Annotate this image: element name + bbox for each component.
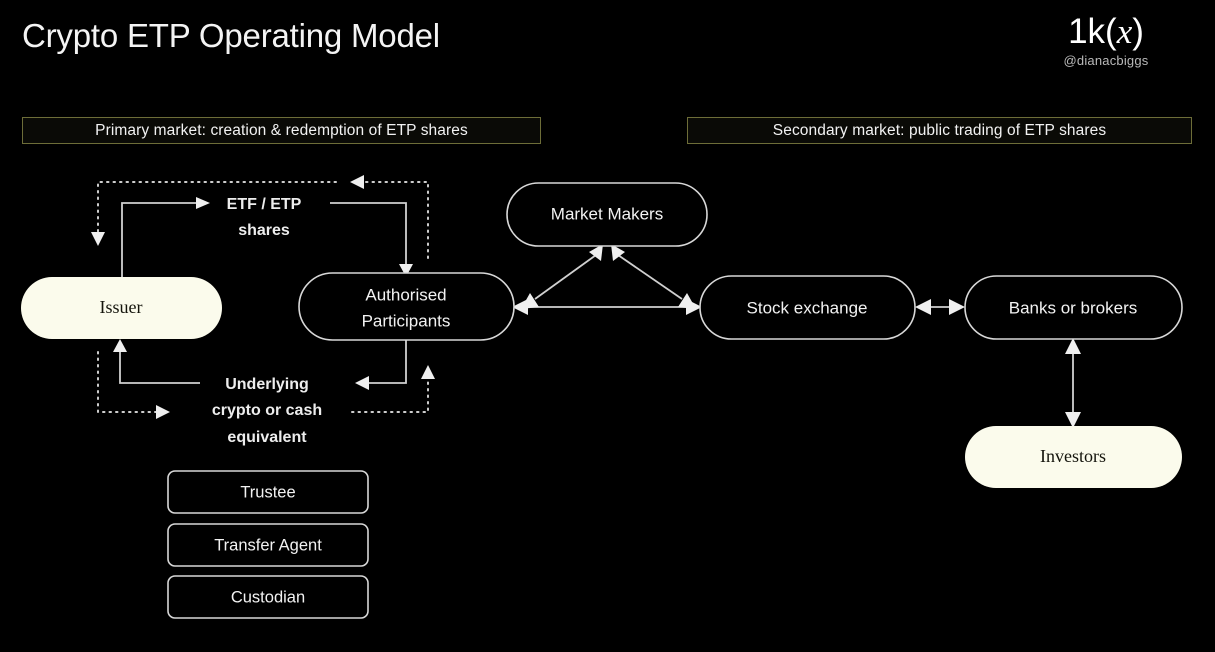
arrowhead-down bbox=[1065, 412, 1081, 428]
edge-issuer-to-ap-shares bbox=[121, 197, 413, 277]
brand-logo: 1k(x) bbox=[1021, 12, 1191, 52]
node-investors-label: Investors bbox=[1040, 446, 1106, 466]
arrowhead-right bbox=[196, 197, 210, 209]
arrowhead-left bbox=[355, 376, 369, 390]
service-box-transfer-agent[interactable]: Transfer Agent bbox=[167, 523, 369, 567]
edge-market-makers-stock-exchange bbox=[611, 244, 696, 309]
arrowhead-down bbox=[91, 232, 105, 246]
arrowhead-right bbox=[949, 299, 965, 315]
edge-stock-exchange-banks bbox=[915, 299, 965, 315]
arrowhead-down-right bbox=[678, 293, 696, 309]
brand-logo-italic-x: x bbox=[1116, 12, 1133, 51]
flow-label-etp-shares: ETF / ETP shares bbox=[227, 196, 302, 239]
flow-label-underlying: Underlying crypto or cash equivalent bbox=[212, 376, 322, 446]
arrowhead-left bbox=[350, 175, 364, 189]
edge-ap-to-issuer-underlying bbox=[113, 339, 407, 390]
arrowhead-left bbox=[512, 299, 528, 315]
service-box-trustee-label: Trustee bbox=[240, 483, 295, 501]
arrowhead-down-left bbox=[521, 293, 539, 309]
svg-text:shares: shares bbox=[238, 222, 290, 239]
node-ap-label-line2: Participants bbox=[362, 311, 451, 330]
arrowhead-up-left bbox=[611, 244, 625, 261]
brand-logo-suffix: ) bbox=[1132, 12, 1144, 51]
edge-ap-market-makers bbox=[521, 244, 603, 309]
page-title: Crypto ETP Operating Model bbox=[22, 17, 440, 54]
service-box-custodian[interactable]: Custodian bbox=[167, 575, 369, 619]
node-stock-exchange-label: Stock exchange bbox=[747, 298, 868, 317]
edge-ap-stock-exchange bbox=[512, 299, 702, 315]
node-issuer[interactable]: Issuer bbox=[21, 277, 222, 339]
brand-handle: @dianacbiggs bbox=[1063, 53, 1149, 68]
svg-text:crypto or cash: crypto or cash bbox=[212, 402, 322, 419]
svg-text:equivalent: equivalent bbox=[227, 429, 307, 446]
svg-text:ETF / ETP: ETF / ETP bbox=[227, 196, 302, 213]
service-box-trustee[interactable]: Trustee bbox=[167, 470, 369, 514]
node-ap-label-line1: Authorised bbox=[365, 285, 446, 304]
arrowhead-up bbox=[421, 365, 435, 379]
banner-primary-market: Primary market: creation & redemption of… bbox=[22, 117, 541, 144]
edge-banks-investors bbox=[1065, 338, 1081, 428]
arrowhead-up-right bbox=[589, 244, 603, 261]
node-banks-or-brokers[interactable]: Banks or brokers bbox=[964, 275, 1183, 340]
arrowhead-left bbox=[915, 299, 931, 315]
node-banks-label: Banks or brokers bbox=[1009, 298, 1138, 317]
node-market-makers[interactable]: Market Makers bbox=[506, 182, 708, 247]
service-box-custodian-label: Custodian bbox=[231, 588, 305, 606]
edge-issuer-to-ap-underlying-dotted bbox=[97, 351, 435, 419]
node-market-makers-label: Market Makers bbox=[551, 204, 663, 223]
node-issuer-label: Issuer bbox=[100, 297, 143, 317]
node-stock-exchange[interactable]: Stock exchange bbox=[699, 275, 916, 340]
node-authorised-participants[interactable]: Authorised Participants bbox=[298, 272, 515, 341]
brand-logo-prefix: 1k( bbox=[1068, 12, 1117, 51]
arrowhead-right bbox=[156, 405, 170, 419]
edge-ap-to-issuer-shares-dotted bbox=[91, 175, 429, 259]
arrowhead-up bbox=[113, 339, 127, 352]
service-box-transfer-agent-label: Transfer Agent bbox=[214, 536, 322, 554]
arrowhead-up bbox=[1065, 338, 1081, 354]
banner-secondary-market: Secondary market: public trading of ETP … bbox=[687, 117, 1192, 144]
node-investors[interactable]: Investors bbox=[965, 426, 1182, 488]
brand-logo-block: 1k(x) @dianacbiggs bbox=[1021, 12, 1191, 70]
svg-text:Underlying: Underlying bbox=[225, 376, 309, 393]
arrowhead-down bbox=[399, 264, 413, 277]
